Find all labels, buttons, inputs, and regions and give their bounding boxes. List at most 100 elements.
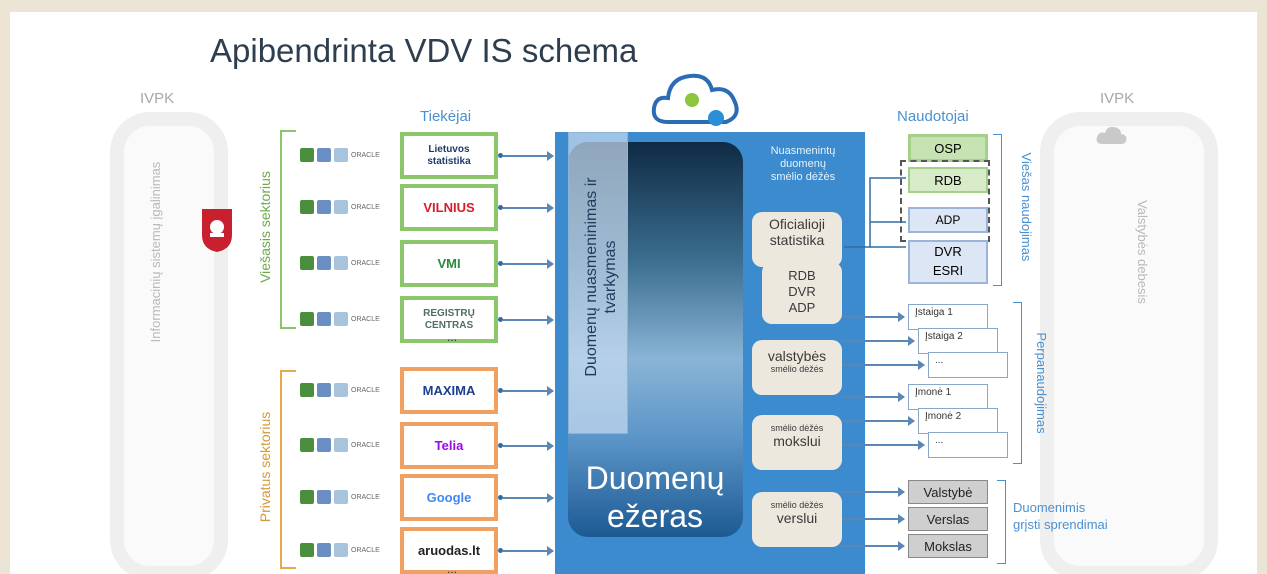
decision-arrow bbox=[842, 541, 905, 551]
user-rdb: RDB bbox=[908, 167, 988, 193]
supplier-name: aruodas.lt bbox=[417, 542, 481, 558]
excel-icon bbox=[300, 256, 314, 270]
supplier-arrow bbox=[503, 546, 554, 556]
user-osp: OSP bbox=[908, 134, 988, 162]
decision-box: Verslas bbox=[908, 507, 988, 531]
state-box-line1: valstybės bbox=[767, 348, 827, 364]
sandbox-header-line3: smėlio dėžės bbox=[770, 171, 836, 183]
database-icon bbox=[317, 383, 331, 397]
user-adp: ADP bbox=[908, 207, 988, 233]
reuse-label: Perpanaudojimas bbox=[1034, 332, 1049, 434]
excel-icon bbox=[300, 383, 314, 397]
decision-box: Valstybė bbox=[908, 480, 988, 504]
users-header: Naudotojai bbox=[897, 108, 969, 125]
institutions-arrow bbox=[842, 360, 925, 370]
cloud-data-icon bbox=[334, 438, 348, 452]
right-faded-panel bbox=[1040, 112, 1218, 574]
connector-dot bbox=[498, 495, 503, 500]
supplier-arrow bbox=[503, 259, 554, 269]
private-sector-bracket bbox=[280, 370, 296, 569]
institutions-arrow bbox=[842, 336, 915, 346]
cloud-data-icon bbox=[334, 148, 348, 162]
registers-dvr: DVR bbox=[788, 284, 816, 299]
source-icon-strip: ORACLE bbox=[300, 438, 380, 452]
public-sector-label: Viešasis sektorius bbox=[257, 171, 273, 283]
registers-rdb: RDB bbox=[788, 268, 816, 283]
official-statistics-box: Oficialioji statistika bbox=[752, 212, 842, 267]
companies-box: Įmonė 2 bbox=[918, 408, 998, 434]
supplier-arrow bbox=[503, 386, 554, 396]
state-sandbox-box: valstybės smėlio dėžės bbox=[752, 340, 842, 395]
database-icon bbox=[317, 543, 331, 557]
user-dvr-esri: DVR ESRI bbox=[908, 240, 988, 284]
left-ivpk-label: IVPK bbox=[140, 90, 175, 107]
private-ellipsis: ... bbox=[447, 562, 458, 574]
supplier-box: VILNIUS bbox=[400, 184, 498, 231]
data-lake-title-1: Duomenų bbox=[585, 460, 725, 496]
business-box-line2: verslui bbox=[776, 510, 818, 526]
companies-arrow bbox=[842, 392, 905, 402]
database-icon bbox=[317, 312, 331, 326]
science-sandbox-box: smėlio dėžės mokslui bbox=[752, 415, 842, 470]
decisions-label-line1: Duomenimis bbox=[1013, 500, 1086, 515]
database-icon bbox=[317, 200, 331, 214]
user-dvr: DVR bbox=[934, 244, 962, 259]
source-icon-strip: ORACLE bbox=[300, 256, 380, 270]
oracle-label: ORACLE bbox=[351, 546, 380, 554]
left-vertical-text: Informacinių sistemų įgalinimas bbox=[148, 161, 163, 343]
coat-of-arms-icon bbox=[202, 209, 232, 252]
supplier-box: MAXIMA bbox=[400, 367, 498, 414]
source-icon-strip: ORACLE bbox=[300, 200, 380, 214]
supplier-name-line2: CENTRAS bbox=[424, 319, 474, 331]
excel-icon bbox=[300, 148, 314, 162]
supplier-arrow bbox=[503, 441, 554, 451]
cloud-icon bbox=[651, 73, 739, 126]
supplier-name: Telia bbox=[434, 437, 464, 453]
database-icon bbox=[317, 438, 331, 452]
supplier-name-line2: statistika bbox=[427, 155, 471, 167]
institutions-box: ... bbox=[928, 352, 1008, 378]
cloud-data-icon bbox=[334, 490, 348, 504]
anonymization-text-2: tvarkymas bbox=[602, 240, 619, 314]
state-box-line2: smėlio dėžės bbox=[770, 364, 824, 374]
diagram-canvas: Apibendrinta VDV IS schema IVPK Informac… bbox=[10, 12, 1257, 574]
connector-dot bbox=[498, 205, 503, 210]
official-stats-line1: Oficialioji bbox=[768, 216, 825, 232]
supplier-box: Telia bbox=[400, 422, 498, 469]
supplier-name: Google bbox=[426, 489, 472, 505]
oracle-label: ORACLE bbox=[351, 493, 380, 501]
public-use-bracket bbox=[993, 134, 1002, 286]
public-ellipsis: ... bbox=[447, 330, 458, 344]
oracle-label: ORACLE bbox=[351, 441, 380, 449]
source-icon-strip: ORACLE bbox=[300, 383, 380, 397]
oracle-label: ORACLE bbox=[351, 259, 380, 267]
oracle-label: ORACLE bbox=[351, 386, 380, 394]
reuse-bracket bbox=[1013, 302, 1022, 464]
official-to-users-connector bbox=[844, 177, 906, 248]
supplier-box: Google bbox=[400, 474, 498, 521]
decision-arrow bbox=[842, 487, 905, 497]
official-stats-line2: statistika bbox=[769, 232, 825, 248]
cloud-data-icon bbox=[334, 543, 348, 557]
anonymization-strip bbox=[568, 132, 628, 434]
connector-dot bbox=[498, 388, 503, 393]
oracle-label: ORACLE bbox=[351, 315, 380, 323]
source-icon-strip: ORACLE bbox=[300, 543, 380, 557]
supplier-name: REGISTRŲ bbox=[423, 307, 475, 319]
sandbox-header: Nuasmenintų duomenų smėlio dėžės bbox=[748, 145, 858, 184]
excel-icon bbox=[300, 438, 314, 452]
user-esri: ESRI bbox=[932, 263, 964, 278]
connector-dot bbox=[498, 317, 503, 322]
source-icon-strip: ORACLE bbox=[300, 312, 380, 326]
decision-box: Mokslas bbox=[908, 534, 988, 558]
anonymization-text-1: Duomenų nuasmeninimas ir bbox=[583, 177, 600, 377]
source-icon-strip: ORACLE bbox=[300, 490, 380, 504]
right-ivpk-label: IVPK bbox=[1100, 90, 1135, 107]
supplier-arrow bbox=[503, 315, 554, 325]
cloud-data-icon bbox=[334, 200, 348, 214]
decision-arrow bbox=[842, 514, 905, 524]
connector-dot bbox=[498, 443, 503, 448]
